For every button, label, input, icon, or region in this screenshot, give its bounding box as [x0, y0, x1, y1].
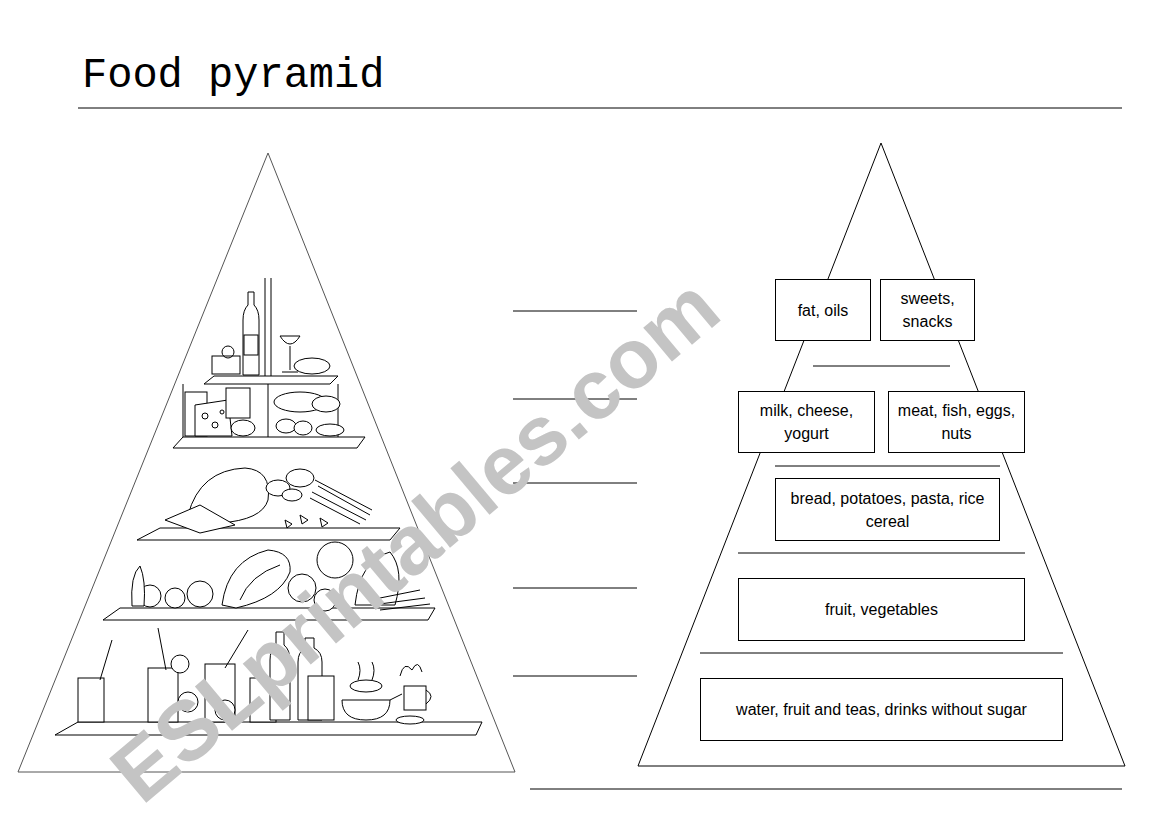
food-group-box: sweets, snacks: [880, 279, 975, 341]
food-group-box: fruit, vegetables: [738, 578, 1025, 641]
food-group-box: bread, potatoes, pasta, rice cereal: [775, 478, 1000, 541]
food-group-text: sweets, snacks: [889, 287, 966, 333]
food-group-box: water, fruit and teas, drinks without su…: [700, 678, 1063, 741]
food-group-box: meat, fish, eggs, nuts: [888, 391, 1025, 453]
food-group-text: meat, fish, eggs, nuts: [897, 399, 1016, 445]
food-group-text: water, fruit and teas, drinks without su…: [736, 698, 1027, 721]
food-group-text: fat, oils: [798, 299, 849, 322]
food-group-box: fat, oils: [775, 279, 871, 341]
food-group-text: fruit, vegetables: [825, 598, 938, 621]
food-group-text: bread, potatoes, pasta, rice cereal: [784, 487, 991, 533]
food-group-text: milk, cheese, yogurt: [747, 399, 866, 445]
food-group-box: milk, cheese, yogurt: [738, 391, 875, 453]
page-title: Food pyramid: [82, 52, 384, 100]
